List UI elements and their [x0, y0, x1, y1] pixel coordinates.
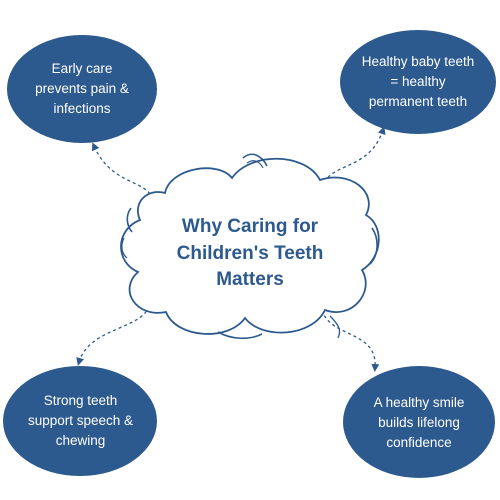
cloud-accent-top — [242, 153, 268, 167]
node-top-left-text: Early care prevents pain & infections — [35, 59, 129, 119]
node-bottom-right-line-2: builds lifelong — [378, 414, 460, 430]
node-bottom-left-line-1: Strong teeth — [43, 393, 118, 408]
node-top-left-line-1: Early care — [51, 61, 113, 76]
node-ellipse-top-right — [340, 30, 496, 134]
center-title: Why Caring for Children's Teeth Matters — [150, 214, 350, 294]
node-bottom-right-line-1: A healthy smile — [373, 394, 465, 410]
connector-top-right — [321, 126, 386, 195]
node-top-right-line-2: = healthy — [390, 74, 446, 89]
node-top-left: Early care prevents pain & infections — [7, 35, 157, 143]
connector-bottom-right — [321, 309, 380, 372]
cloud-accent-top-inner — [246, 160, 264, 169]
node-bottom-left-line-2: support speech & — [27, 413, 134, 428]
node-bottom-left: Strong teeth support speech & chewing — [3, 366, 158, 476]
cloud-accent-bottom — [217, 331, 263, 340]
node-top-right-line-1: Healthy baby teeth — [361, 54, 475, 69]
center-title-line-2: Children's Teeth — [176, 242, 324, 264]
node-bottom-left-line-3: chewing — [55, 433, 106, 448]
connector-top-left — [91, 142, 151, 195]
node-bottom-right-line-3: confidence — [386, 434, 452, 450]
node-top-left-line-2: prevents pain & — [35, 81, 129, 96]
node-top-left-line-3: infections — [53, 101, 111, 116]
cloud-accent-right — [369, 227, 378, 265]
cloud-accent-bottom-right — [329, 315, 341, 339]
cloud-accent-left-lower — [121, 237, 128, 259]
node-top-right: Healthy baby teeth = healthy permanent t… — [340, 30, 496, 134]
node-top-right-text: Healthy baby teeth = healthy permanent t… — [362, 52, 475, 112]
node-top-right-line-3: permanent teeth — [368, 94, 468, 109]
connector-bottom-left — [76, 299, 151, 366]
node-ellipse-bottom-left — [3, 366, 157, 476]
node-ellipse-top-left — [7, 35, 157, 143]
center-cloud — [120, 157, 380, 335]
node-bottom-right-text: A healthy smile builds lifelong confiden… — [374, 393, 465, 453]
node-bottom-left-text: Strong teeth support speech & chewing — [28, 391, 133, 451]
center-title-line-3: Matters — [216, 269, 284, 290]
node-bottom-right: A healthy smile builds lifelong confiden… — [343, 366, 495, 479]
node-ellipse-bottom-right — [343, 366, 495, 478]
center-title-line-1: Why Caring for — [181, 216, 319, 237]
cloud-accent-left — [126, 207, 133, 233]
